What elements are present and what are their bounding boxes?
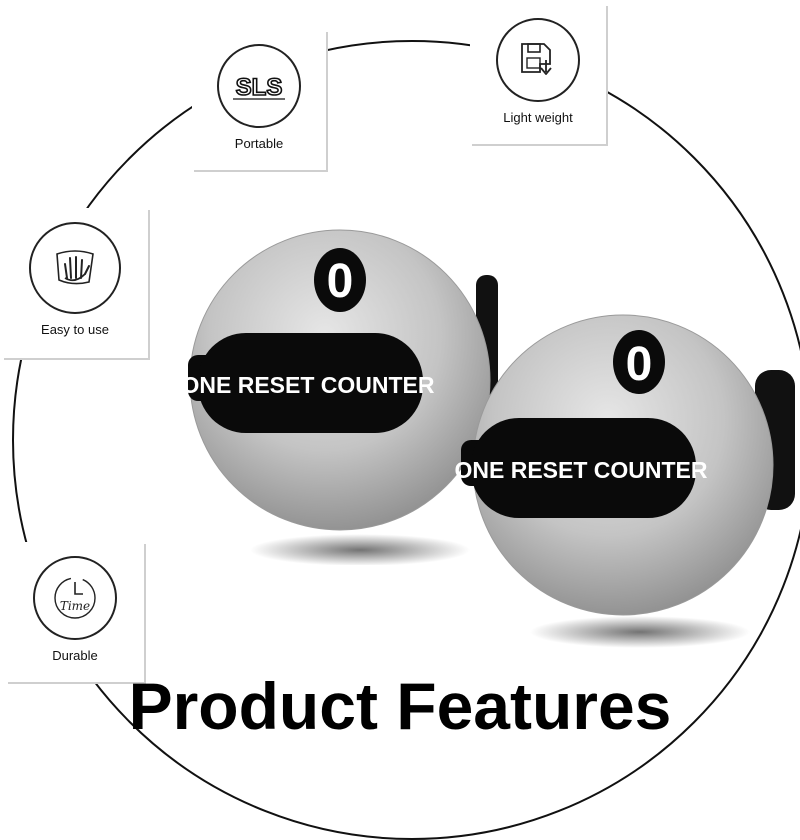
digit-window-1 [314,248,366,312]
counter-band-text-1: ONE RESET COUNTER [181,372,434,398]
page-title: Product Features [128,669,672,743]
counter-band-2 [471,418,696,518]
feature-card-easy-to-use: Easy to use [2,208,148,358]
feature-label-durable: Durable [52,648,98,663]
counter-band-text-2: ONE RESET COUNTER [455,457,708,483]
digit-window-2 [613,330,665,394]
counter-device-1: 0 ONE RESET COUNTER [180,205,520,570]
counter-digit-2: 0 [626,338,653,391]
portable-logo-text: SLS [236,74,283,101]
counter-digit-1: 0 [327,255,354,308]
feature-label-easy-to-use: Easy to use [41,322,109,337]
portable-logo-icon: SLS [217,44,301,128]
feature-card-portable: SLS Portable [192,30,326,170]
hand-wipe-icon [29,222,121,314]
feature-label-light-weight: Light weight [503,110,573,125]
floppy-disk-download-icon [496,18,580,102]
clock-time-icon: Time [33,556,117,640]
counter-band-1 [198,333,423,433]
feature-card-light-weight: Light weight [470,4,606,144]
feature-label-portable: Portable [234,136,284,151]
feature-card-durable: Time Durable [6,542,144,682]
counter-device-2: 0 ONE RESET COUNTER [454,290,800,655]
clock-time-word: Time [60,599,90,613]
